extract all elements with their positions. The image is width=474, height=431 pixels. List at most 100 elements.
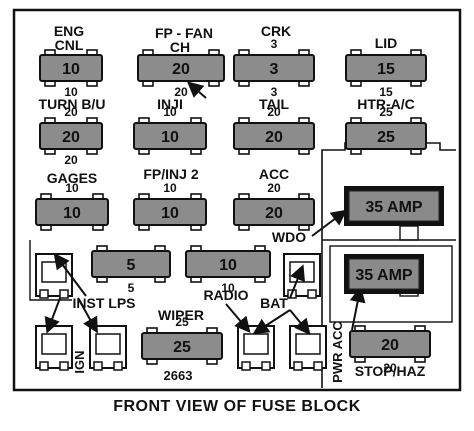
fuse-body: [233, 122, 315, 150]
fuse-gages-top-rating: 10: [65, 181, 79, 195]
relay-bat-right: [289, 325, 327, 371]
inst-lps-arrow-2: [44, 297, 61, 334]
fuse-body: [39, 54, 103, 82]
pwr-breaker-rating: 35 AMP: [355, 267, 413, 284]
wdo-breaker-rating: 35 AMP: [365, 199, 423, 216]
inst-lps-arrow-3: [77, 297, 98, 334]
fuse-crk-rating: 3: [270, 61, 279, 78]
fuse-eng-bottom-rating: 10: [64, 85, 78, 99]
stop-haz-label: STOP/HAZ: [355, 363, 426, 379]
arrow-group: [44, 81, 366, 336]
fuse-wiper-rating: 25: [173, 339, 191, 356]
fuse-gages-rating: 10: [63, 205, 81, 222]
tail-label: TAIL: [259, 96, 290, 112]
figure-caption: FRONT VIEW OF FUSE BLOCK: [113, 398, 361, 415]
fuse-body: [141, 332, 223, 360]
fuse-fpfan-rating: 20: [172, 61, 190, 78]
fuse-acc-top-rating: 20: [267, 181, 281, 195]
relay-ign-left: [35, 325, 73, 371]
lid-label: LID: [375, 35, 398, 51]
fuse-inji-rating: 10: [161, 129, 179, 146]
bat-arrow-up: [289, 264, 305, 299]
fuse-fpinj-rating: 10: [161, 205, 179, 222]
fuse-crk-bottom-rating: 3: [271, 85, 278, 99]
fuse-turn-bottom-rating: 20: [64, 153, 78, 167]
housing-notch: [399, 225, 419, 241]
acc-label: ACC: [259, 166, 289, 182]
fuse-body: [91, 250, 171, 278]
fuse-radio: 10 10: [185, 245, 271, 295]
fuse-wiper: 25 25: [141, 315, 223, 365]
ch-label: CH: [170, 39, 190, 55]
fuse-wiper-top-rating: 25: [175, 315, 189, 329]
turn-bu-label: TURN B/U: [39, 96, 106, 112]
cnl-label: CNL: [55, 37, 84, 53]
fuse-lid-bottom-rating: 15: [379, 85, 393, 99]
fuse-radio-bottom-rating: 10: [221, 281, 235, 295]
relay-radio: [283, 253, 321, 299]
gages-label: GAGES: [47, 170, 98, 186]
fuse-gages: 10 10: [35, 181, 109, 231]
ign-label: IGN: [72, 350, 87, 373]
fp-fan-label: FP - FAN: [155, 25, 213, 41]
fuse-eng: 10 10: [39, 49, 103, 99]
fuse-inst: 55: [91, 245, 171, 295]
fuse-tail-rating: 20: [265, 129, 283, 146]
inji-label: INJI: [157, 96, 183, 112]
fuse-fpinj-top-rating: 10: [163, 181, 177, 195]
fp-inj2-label: FP/INJ 2: [143, 166, 198, 182]
part-number: 2663: [164, 368, 193, 383]
fp-fan-arrow: [186, 81, 207, 99]
fuse-inst-bottom-rating: 5: [128, 281, 135, 295]
fuse-tail-top-rating: 20: [267, 105, 281, 119]
fuse-acc-rating: 20: [265, 205, 283, 222]
wdo-arrow: [311, 209, 348, 237]
fuse-body: [133, 198, 207, 226]
bat-label: BAT: [260, 295, 288, 311]
pwr-acc-label: PWR ACC: [330, 321, 345, 383]
htr-ac-label: HTR-A/C: [357, 96, 415, 112]
fuse-inji-top-rating: 10: [163, 105, 177, 119]
fuse-lid-rating: 15: [377, 61, 395, 78]
relay-bat-left: [237, 325, 275, 371]
wiper-label: WIPER: [158, 307, 204, 323]
fuse-body: [35, 198, 109, 226]
inst-lps-arrow: [53, 252, 87, 297]
fuse-body: [345, 54, 427, 82]
radio-arrow: [225, 303, 251, 334]
fuse-block-frame: [12, 8, 462, 392]
fuse-stop-rating: 20: [381, 337, 399, 354]
wdo-circuit-breaker: 35 AMP: [344, 186, 444, 226]
fuse-inji: 10 10: [133, 105, 207, 155]
fuse-turn-top-rating: 20: [64, 105, 78, 119]
fuse-body: [133, 122, 207, 150]
fuse-fpfan-bottom-rating: 20: [174, 85, 188, 99]
relay-outline: [29, 240, 72, 301]
fuse-crk: 333: [233, 37, 315, 99]
fuse-htr-top-rating: 25: [379, 105, 393, 119]
relay-ign-right: [89, 325, 127, 371]
relay-upper-left: [35, 253, 73, 299]
fuse-htr: 25 25: [345, 105, 427, 155]
fuse-body: [39, 122, 103, 150]
radio-label: RADIO: [203, 287, 248, 303]
pwr-acc-arrow: [349, 286, 366, 331]
bat-arrow-left: [252, 309, 291, 335]
fuse-body: [233, 54, 315, 82]
lower-breaker-housing: [329, 245, 453, 323]
fuse-stop-bottom-rating: 20: [383, 361, 397, 375]
fuse-radio-rating: 10: [219, 257, 237, 274]
fuse-group: 1010202033315152020201010202025251010101…: [35, 37, 431, 375]
fuse-body: [137, 54, 225, 82]
fuse-body: [185, 250, 271, 278]
fuse-htr-rating: 25: [377, 129, 395, 146]
fuse-eng-rating: 10: [62, 61, 80, 78]
fuse-inst-rating: 5: [127, 257, 136, 274]
